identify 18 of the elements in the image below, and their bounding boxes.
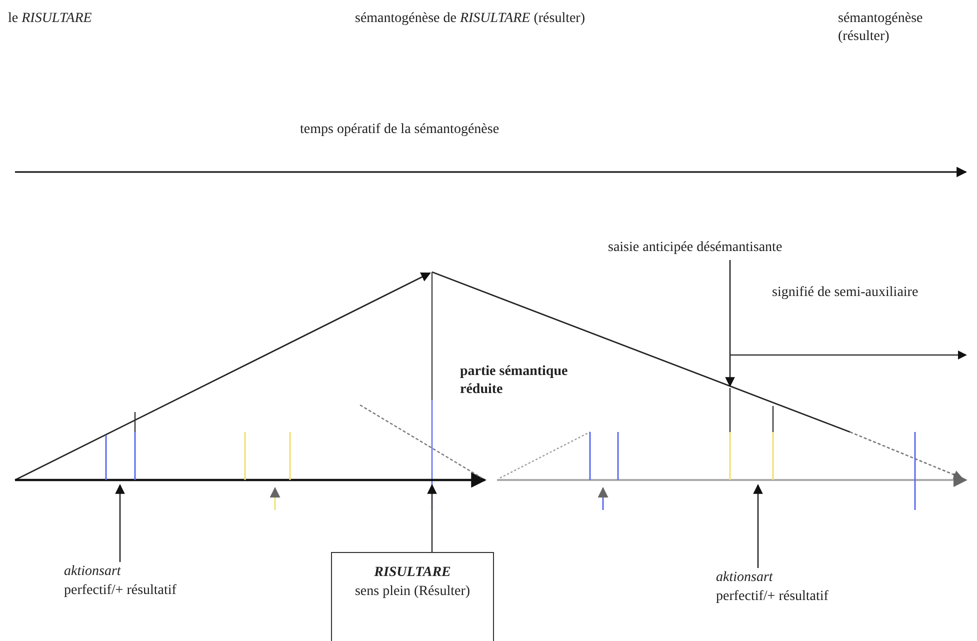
- heading-text: sémantogénèse de RISULTARE (résulter): [355, 10, 586, 28]
- arrow: [427, 484, 437, 552]
- axis-label: temps opératif de la sémantogénèse: [300, 121, 500, 139]
- arrow-label: signifié de semi-auxiliaire: [772, 284, 920, 302]
- term-heading: aktionsart: [716, 569, 773, 587]
- arrow: [753, 484, 763, 568]
- arrow: [115, 484, 125, 562]
- heading-text: le RISULTARE: [8, 10, 93, 28]
- term-text: perfectif/+ résultatif: [64, 582, 176, 600]
- term-heading: aktionsart: [64, 563, 121, 581]
- arrow: [725, 260, 735, 387]
- area-label: partie sémantique réduite: [460, 363, 569, 399]
- term-text: perfectif/+ résultatif: [716, 588, 828, 606]
- term-text: sens plein (Résulter): [354, 583, 470, 601]
- term-box: [331, 552, 494, 641]
- term-text: saisie anticipée désémantisante: [608, 239, 782, 257]
- heading-text: sémantogénèse (résulter): [838, 10, 924, 46]
- term-heading: RISULTARE: [374, 564, 451, 582]
